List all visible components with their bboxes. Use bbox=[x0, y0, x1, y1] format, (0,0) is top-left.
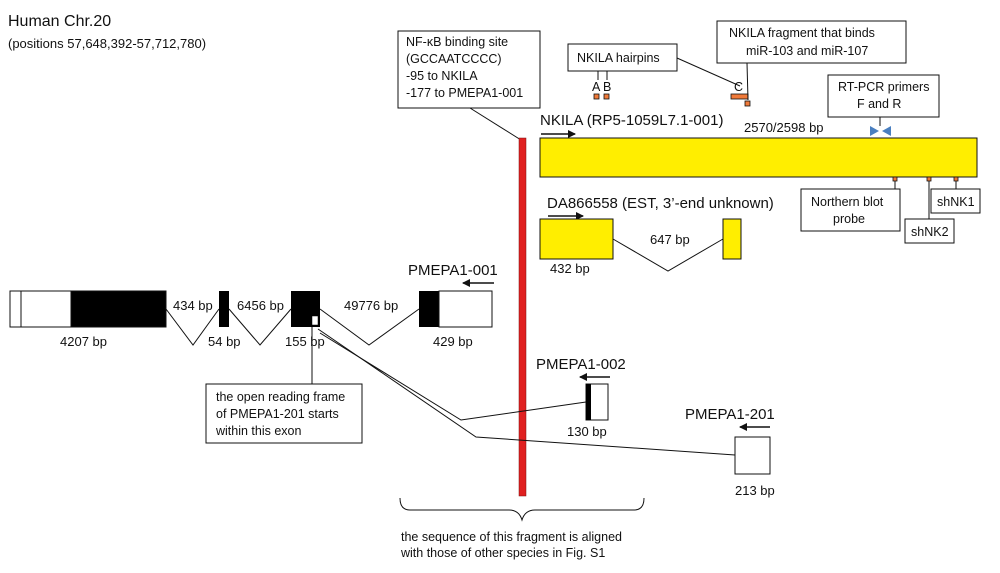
hairpin-c-label: C bbox=[734, 80, 743, 94]
fragment-line-1: NKILA fragment that binds bbox=[729, 26, 875, 40]
pmepa1-001-exon-4-utr bbox=[438, 290, 493, 328]
pmepa1-002-transcript: PMEPA1-002 130 bp bbox=[319, 332, 626, 439]
bracket-note-line-2: with those of other species in Fig. S1 bbox=[400, 546, 605, 560]
pmepa1-001-intron-2-length: 6456 bp bbox=[237, 298, 284, 313]
pmepa1-001-exon-1-utr bbox=[20, 290, 72, 328]
header-title: Human Chr.20 bbox=[8, 13, 111, 30]
pmepa1-002-label: PMEPA1-002 bbox=[536, 356, 626, 373]
pmepa1-201-exon bbox=[734, 436, 771, 475]
pmepa1-201-label: PMEPA1-201 bbox=[685, 406, 775, 423]
bracket-note-line-1: the sequence of this fragment is aligned bbox=[401, 530, 622, 544]
pmepa1-201-exon-length: 213 bp bbox=[735, 483, 775, 498]
hairpins-label: NKILA hairpins bbox=[577, 51, 660, 65]
shnk1-mark: shNK1 bbox=[930, 176, 981, 214]
hairpin-a-label: A bbox=[592, 80, 601, 94]
nkila-transcript: NKILA (RP5-1059L7.1-001) 2570/2598 bp bbox=[539, 112, 978, 178]
orf-line-3: within this exon bbox=[215, 424, 302, 438]
pmepa1-001-exon-4-length: 429 bp bbox=[433, 334, 473, 349]
pmepa1-001-exon-2-length: 54 bp bbox=[208, 334, 241, 349]
rtpcr-line-2: F and R bbox=[857, 97, 901, 111]
pmepa1-001-exon-4-cds bbox=[419, 291, 439, 327]
primer-reverse-icon bbox=[882, 126, 891, 136]
da866558-exon-1-length: 432 bp bbox=[550, 261, 590, 276]
rtpcr-line-1: RT-PCR primers bbox=[838, 80, 929, 94]
da866558-label: DA866558 (EST, 3’-end unknown) bbox=[547, 195, 774, 212]
pmepa1-001-exon-1-length: 4207 bp bbox=[60, 334, 107, 349]
fragment-mark bbox=[744, 100, 751, 107]
hairpin-b-mark bbox=[603, 93, 610, 100]
shnk2-mark: shNK2 bbox=[904, 176, 955, 244]
northern-line-2: probe bbox=[833, 212, 865, 226]
alignment-bracket: the sequence of this fragment is aligned… bbox=[399, 497, 645, 560]
header-positions: (positions 57,648,392-57,712,780) bbox=[8, 36, 206, 51]
nfkb-callout: NF-κB binding site (GCCAATCCCC) -95 to N… bbox=[397, 30, 541, 141]
orf-line-1: the open reading frame bbox=[216, 390, 345, 404]
pmepa1-001-transcript: PMEPA1-001 4207 bp 54 bp 155 bp 429 bp 4… bbox=[9, 262, 498, 349]
da866558-intron-length: 647 bp bbox=[650, 232, 690, 247]
hairpin-b-label: B bbox=[603, 80, 611, 94]
northern-line-1: Northern blot bbox=[811, 195, 884, 209]
shnk1-label: shNK1 bbox=[937, 195, 975, 209]
nkila-length: 2570/2598 bp bbox=[744, 120, 824, 135]
shnk2-label: shNK2 bbox=[911, 225, 949, 239]
pmepa1-002-exon-length: 130 bp bbox=[567, 424, 607, 439]
nkila-label: NKILA (RP5-1059L7.1-001) bbox=[540, 112, 723, 129]
nfkb-binding-site-bar bbox=[518, 137, 527, 497]
nfkb-line-1: NF-κB binding site bbox=[406, 35, 508, 49]
nkila-exon bbox=[539, 137, 978, 178]
hairpins-callout: NKILA hairpins A B C bbox=[567, 43, 749, 100]
fragment-callout: NKILA fragment that binds miR-103 and mi… bbox=[716, 20, 907, 107]
nfkb-line-4: -177 to PMEPA1-001 bbox=[406, 86, 523, 100]
hairpin-a-mark bbox=[593, 93, 600, 100]
da866558-transcript: DA866558 (EST, 3’-end unknown) 432 bp 64… bbox=[539, 195, 774, 276]
nfkb-line-3: -95 to NKILA bbox=[406, 69, 478, 83]
pmepa1-201-transcript: PMEPA1-201 213 bp bbox=[317, 328, 775, 498]
orf-callout: the open reading frame of PMEPA1-201 sta… bbox=[205, 327, 363, 444]
primer-forward-icon bbox=[870, 126, 879, 136]
hairpin-c-mark bbox=[730, 93, 749, 100]
pmepa1-001-intron-1-length: 434 bp bbox=[173, 298, 213, 313]
da866558-exon-2 bbox=[722, 218, 742, 260]
northern-probe: Northern blot probe bbox=[800, 176, 901, 232]
da866558-exon-1 bbox=[539, 218, 614, 260]
pmepa1-001-intron-3-length: 49776 bp bbox=[344, 298, 398, 313]
pmepa1-001-label: PMEPA1-001 bbox=[408, 262, 498, 279]
pmepa1-001-exon-2 bbox=[219, 291, 229, 327]
pmepa1-001-exon-1-cds bbox=[70, 290, 167, 328]
fragment-line-2: miR-103 and miR-107 bbox=[746, 44, 868, 58]
nfkb-line-2: (GCCAATCCCC) bbox=[406, 52, 502, 66]
orf-line-2: of PMEPA1-201 starts bbox=[216, 407, 339, 421]
rtpcr-callout: RT-PCR primers F and R bbox=[827, 74, 940, 136]
pmepa1-001-exon-3-length: 155 bp bbox=[285, 334, 325, 349]
